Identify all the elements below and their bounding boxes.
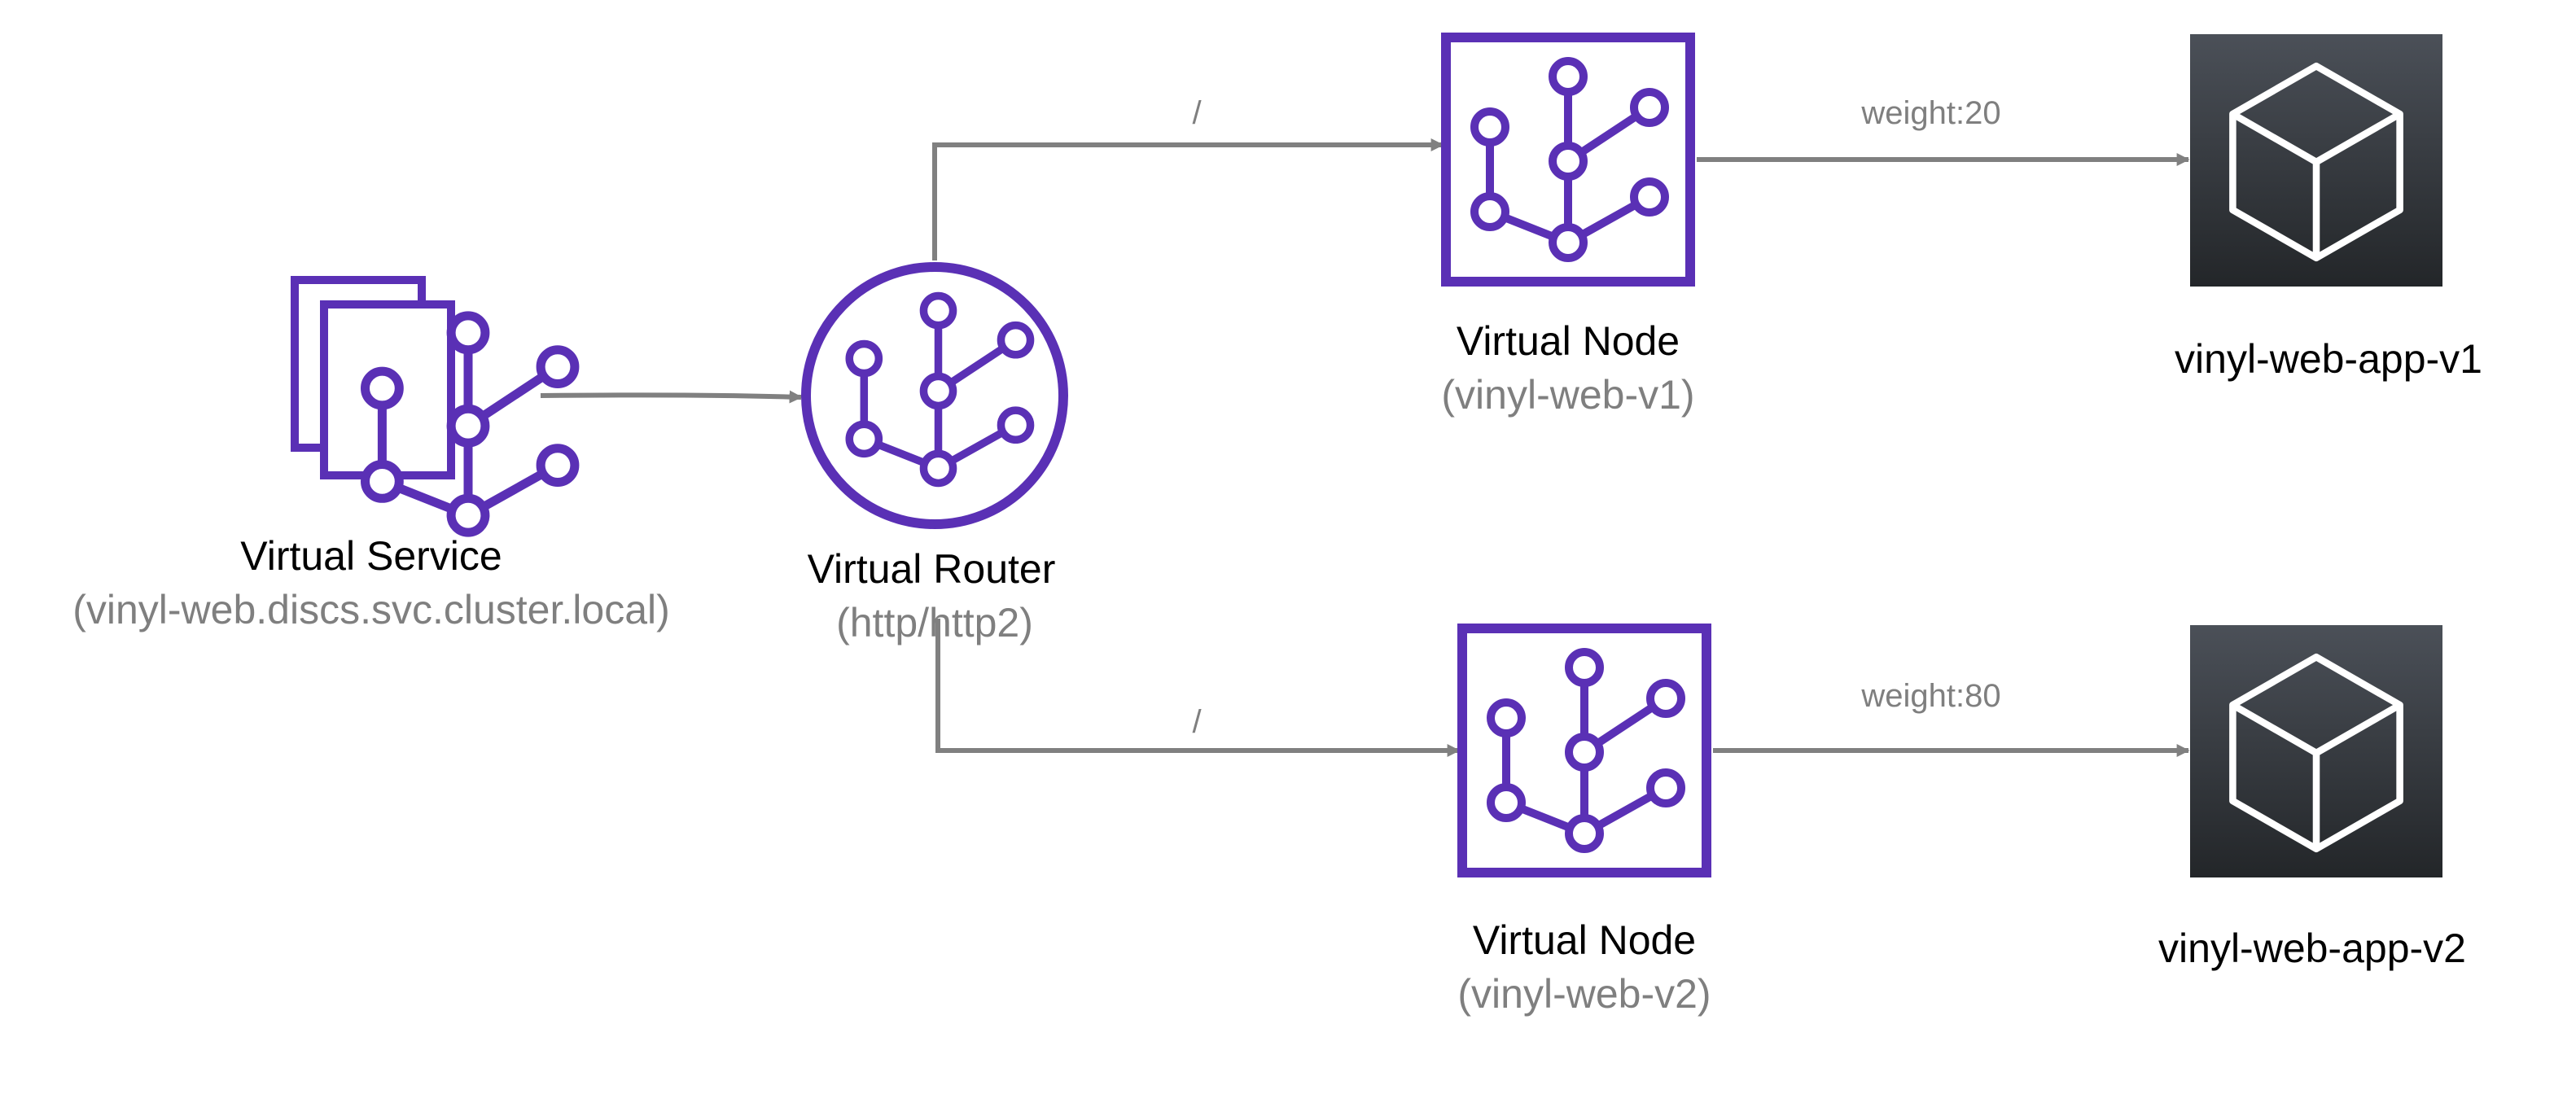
- edge-label-weight-v1: weight:20: [1861, 96, 2001, 132]
- virtual-service-subtitle: (vinyl-web.discs.svc.cluster.local): [72, 588, 670, 633]
- virtual-node-v2-title: Virtual Node: [1472, 918, 1697, 964]
- virtual-node-v1-icon[interactable]: [1441, 33, 1695, 287]
- edge-label-router-to-v2: /: [1192, 705, 1202, 741]
- virtual-node-v2-icon[interactable]: [1457, 624, 1711, 877]
- virtual-node-v2-subtitle: (vinyl-web-v2): [1457, 972, 1711, 1017]
- virtual-router-title: Virtual Router: [807, 547, 1056, 593]
- virtual-node-v1-title: Virtual Node: [1456, 319, 1680, 365]
- edge-label-router-to-v1: /: [1192, 96, 1202, 132]
- edge-router-to-node-v1: [932, 138, 1444, 260]
- virtual-router-subtitle: (http/http2): [836, 601, 1033, 646]
- app-v1-cube-icon[interactable]: [2190, 34, 2442, 287]
- app-v2-cube-icon[interactable]: [2190, 625, 2442, 877]
- virtual-service-icon[interactable]: [291, 276, 575, 532]
- edge-label-weight-v2: weight:80: [1861, 679, 2001, 715]
- virtual-node-v1-subtitle: (vinyl-web-v1): [1441, 373, 1695, 418]
- app-v1-title: vinyl-web-app-v1: [2175, 337, 2482, 383]
- virtual-service-title: Virtual Service: [240, 534, 502, 580]
- virtual-router-icon[interactable]: [801, 262, 1068, 529]
- edge-service-to-router: [540, 390, 803, 404]
- app-v2-title: vinyl-web-app-v2: [2158, 926, 2466, 972]
- edge-router-to-node-v2: [935, 619, 1461, 757]
